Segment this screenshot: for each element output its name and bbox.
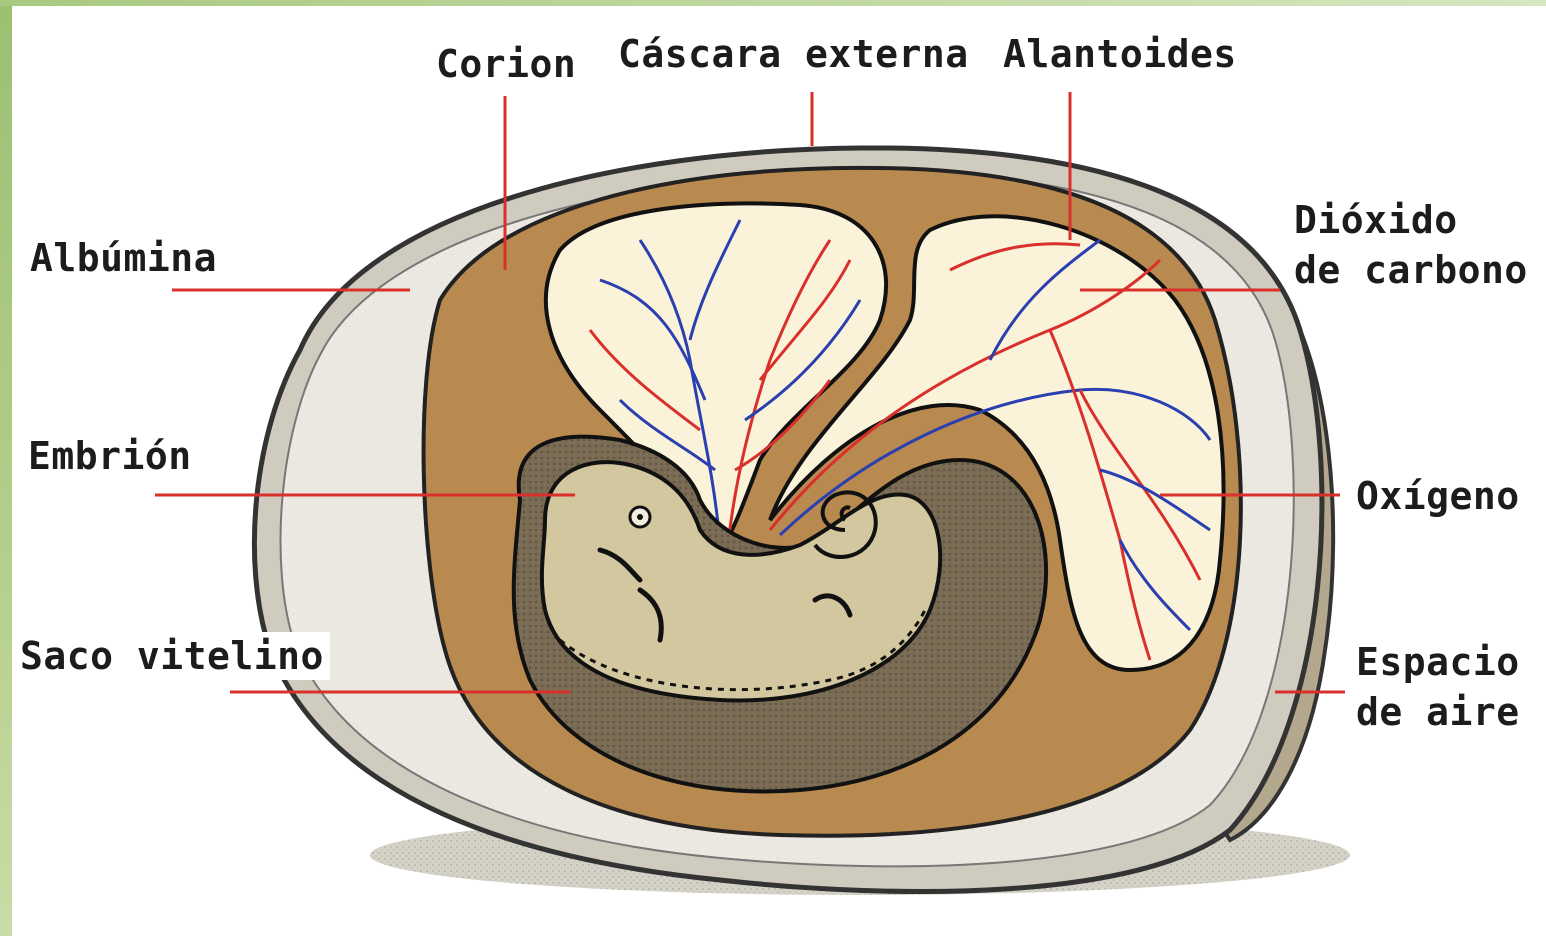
label-saco-vitelino: Saco vitelino [14, 632, 330, 680]
label-embrion: Embrión [28, 432, 192, 480]
label-corion: Corion [436, 40, 576, 88]
label-espacio-line2: de aire [1356, 688, 1520, 736]
label-dioxido-line1: Dióxido [1294, 196, 1458, 244]
label-albumina: Albúmina [30, 234, 217, 282]
label-dioxido-line2: de carbono [1294, 246, 1528, 294]
label-cascara-externa: Cáscara externa [618, 30, 969, 78]
embryo-pupil [637, 514, 643, 520]
label-alantoides: Alantoides [1003, 30, 1237, 78]
label-espacio-line1: Espacio [1356, 638, 1520, 686]
label-oxigeno: Oxígeno [1356, 472, 1520, 520]
